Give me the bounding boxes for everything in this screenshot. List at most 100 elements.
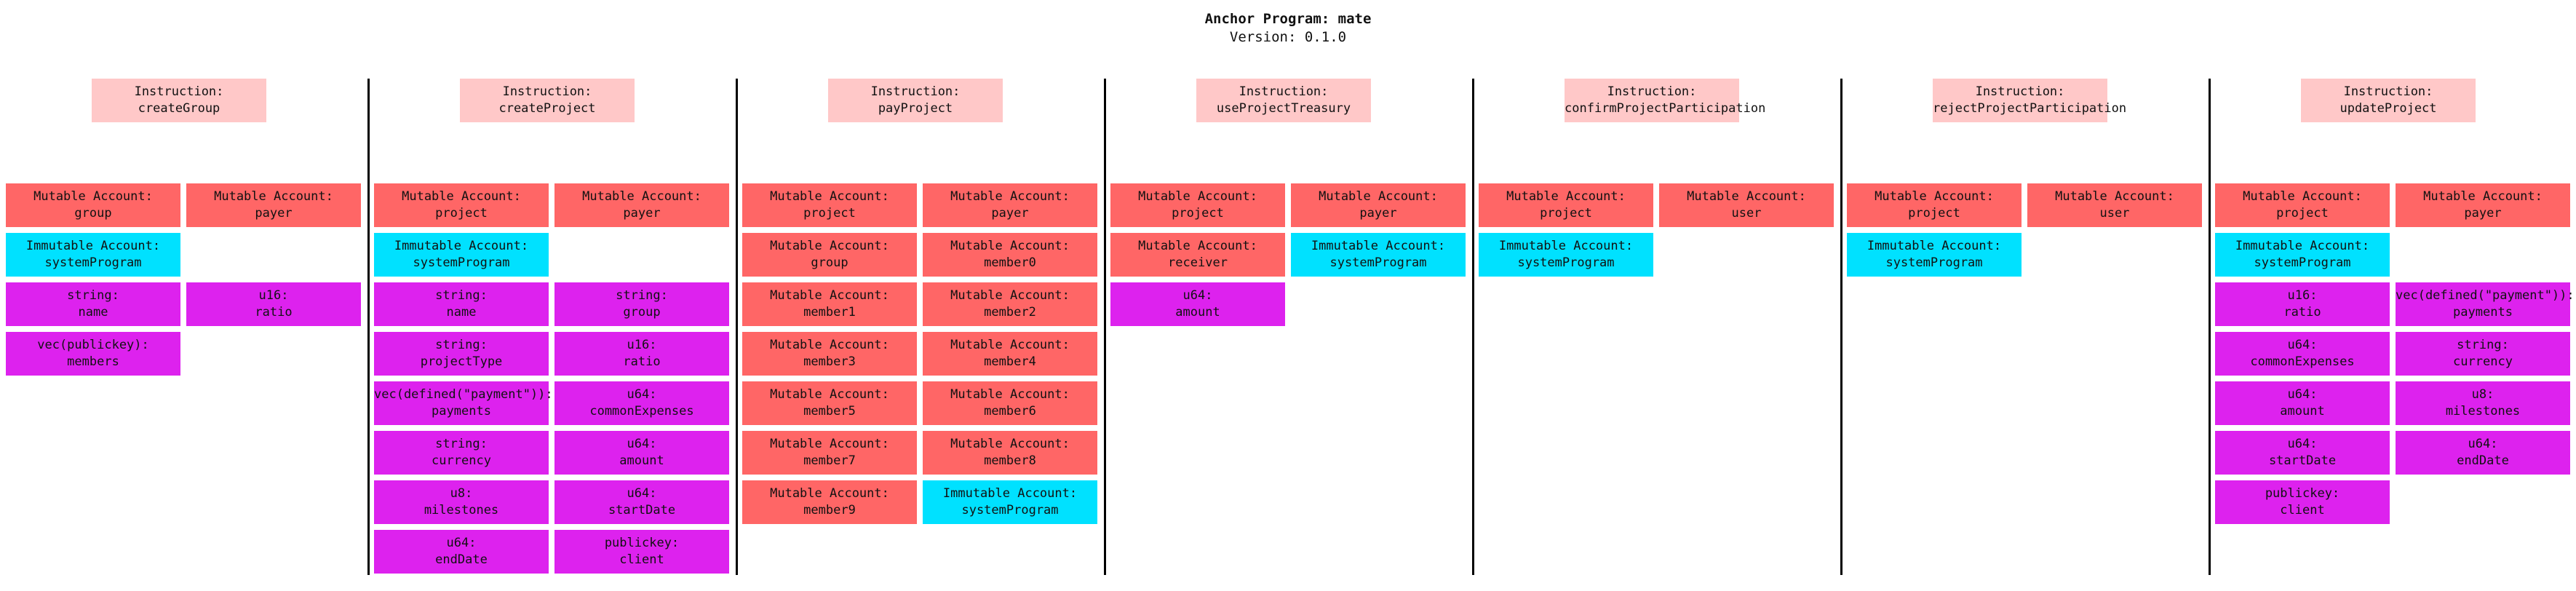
box-value-label: payer: [255, 206, 293, 221]
box-value-label: startDate: [608, 503, 676, 517]
box-value-label: group: [811, 255, 848, 270]
mutable-account-box: Mutable Account:member7: [742, 431, 917, 475]
argument-box: u16:ratio: [554, 332, 729, 376]
box-value-label: receiver: [1168, 255, 1228, 270]
argument-box: vec(defined("payment")): payments: [374, 381, 553, 425]
box-type-label: Immutable Account:: [1498, 239, 1634, 253]
mutable-account-box: Mutable Account:user: [1659, 183, 1834, 227]
box-type-label: u64:: [627, 486, 657, 501]
box-value-label: commonExpenses: [2250, 354, 2355, 369]
mutable-account-box: Mutable Account:project: [1479, 183, 1653, 227]
instruction-prefix: Instruction:: [1975, 84, 2065, 99]
box-type-label: Mutable Account:: [33, 189, 153, 204]
box-value-label: name: [446, 305, 477, 320]
box-value-label: project: [2276, 206, 2329, 221]
box-type-label: publickey:: [2265, 486, 2340, 501]
column-divider: [736, 79, 738, 575]
mutable-account-box: Mutable Account:member0: [923, 233, 1097, 277]
mutable-account-box: Mutable Account:project: [1847, 183, 2022, 227]
box-value-label: project: [1172, 206, 1224, 221]
box-type-label: u64:: [2468, 437, 2498, 451]
box-value-label: payments: [2453, 305, 2513, 320]
box-type-label: Mutable Account:: [770, 437, 889, 451]
box-type-label: publickey:: [604, 536, 680, 550]
column-divider: [1104, 79, 1106, 575]
box-value-label: commonExpenses: [589, 404, 694, 419]
instruction-prefix: Instruction:: [2343, 84, 2433, 99]
argument-box: string:group: [554, 282, 729, 326]
instruction-name: confirmProjectParticipation: [1565, 101, 1766, 116]
box-value-label: systemProgram: [44, 255, 142, 270]
box-value-label: ratio: [623, 354, 661, 369]
box-value-label: payer: [991, 206, 1029, 221]
box-value-label: endDate: [2457, 453, 2509, 468]
box-value-label: client: [2280, 503, 2325, 517]
box-type-label: Mutable Account:: [1138, 189, 1257, 204]
immutable-account-box: Immutable Account:systemProgram: [374, 233, 549, 277]
box-value-label: payer: [623, 206, 661, 221]
box-type-label: vec(defined("payment")):: [2396, 288, 2575, 303]
instruction-name: rejectProjectParticipation: [1933, 101, 2127, 116]
argument-box: publickey: client: [2215, 480, 2390, 524]
argument-box: u64:endDate: [374, 530, 549, 574]
box-value-label: member1: [803, 305, 856, 320]
mutable-account-box: Mutable Account:user: [2027, 183, 2202, 227]
box-type-label: u16:: [2287, 288, 2318, 303]
mutable-account-box: Mutable Account:group: [6, 183, 180, 227]
box-type-label: Mutable Account:: [770, 486, 889, 501]
box-type-label: vec(publickey):: [37, 338, 149, 352]
argument-box: u16:ratio: [2215, 282, 2390, 326]
instruction-name: useProjectTreasury: [1216, 101, 1351, 116]
box-type-label: u8:: [2471, 387, 2494, 402]
mutable-account-box: Mutable Account:member6: [923, 381, 1097, 425]
mutable-account-box: Mutable Account:group: [742, 233, 917, 277]
instruction-header-box: Instruction:payProject: [828, 79, 1003, 122]
box-type-label: Immutable Account:: [2235, 239, 2370, 253]
argument-box: u64:amount: [2215, 381, 2390, 425]
immutable-account-box: Immutable Account:systemProgram: [1291, 233, 1466, 277]
box-type-label: u64:: [2287, 437, 2318, 451]
box-value-label: systemProgram: [2254, 255, 2351, 270]
instruction-name: payProject: [878, 101, 953, 116]
mutable-account-box: Mutable Account:project: [742, 183, 917, 227]
box-type-label: u64:: [1182, 288, 1213, 303]
box-type-label: u64:: [627, 437, 657, 451]
box-type-label: Immutable Account:: [942, 486, 1078, 501]
instruction-name: createProject: [498, 101, 596, 116]
mutable-account-box: Mutable Account:member8: [923, 431, 1097, 475]
box-type-label: vec(defined("payment")):: [374, 387, 553, 402]
mutable-account-box: Mutable Account: project: [1110, 183, 1285, 227]
box-value-label: member2: [984, 305, 1036, 320]
box-value-label: amount: [619, 453, 664, 468]
argument-box: vec(publickey): members: [6, 332, 180, 376]
immutable-account-box: Immutable Account:systemProgram: [923, 480, 1097, 524]
box-type-label: string:: [616, 288, 668, 303]
box-value-label: member3: [803, 354, 856, 369]
box-type-label: Mutable Account:: [950, 387, 1070, 402]
box-type-label: Mutable Account:: [950, 239, 1070, 253]
box-type-label: Mutable Account:: [214, 189, 333, 204]
box-type-label: Mutable Account:: [950, 288, 1070, 303]
box-value-label: member4: [984, 354, 1036, 369]
box-value-label: milestones: [424, 503, 499, 517]
box-type-label: string:: [435, 338, 488, 352]
box-type-label: Mutable Account:: [770, 189, 889, 204]
box-value-label: payer: [2464, 206, 2502, 221]
mutable-account-box: Mutable Account:payer: [554, 183, 729, 227]
box-value-label: members: [67, 354, 119, 369]
box-type-label: Mutable Account:: [1319, 189, 1438, 204]
argument-box: u64:commonExpenses: [2215, 332, 2390, 376]
instruction-header-box: Instruction:createGroup: [92, 79, 266, 122]
box-value-label: endDate: [435, 552, 488, 567]
box-type-label: Mutable Account:: [950, 437, 1070, 451]
box-value-label: project: [1540, 206, 1592, 221]
box-type-label: string:: [435, 437, 488, 451]
box-value-label: project: [1908, 206, 1960, 221]
instruction-header-box: Instruction:createProject: [460, 79, 635, 122]
argument-box: publickey:client: [554, 530, 729, 574]
box-value-label: payments: [432, 404, 491, 419]
immutable-account-box: Immutable Account:systemProgram: [6, 233, 180, 277]
